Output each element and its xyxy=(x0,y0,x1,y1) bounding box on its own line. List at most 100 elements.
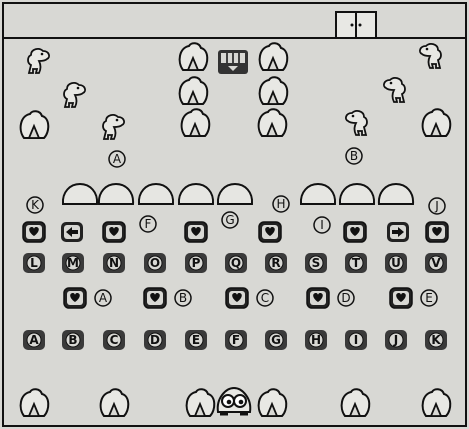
letter-block[interactable]: L xyxy=(23,253,45,273)
letter-block[interactable]: J xyxy=(385,330,407,350)
svg-text:L: L xyxy=(30,256,38,270)
letter-block[interactable]: D xyxy=(144,330,166,350)
svg-text:H: H xyxy=(311,333,321,347)
svg-text:A: A xyxy=(99,291,108,305)
svg-text:B: B xyxy=(68,333,77,347)
svg-text:M: M xyxy=(67,256,79,270)
mound-icon xyxy=(139,184,173,204)
heart-block-icon[interactable] xyxy=(64,288,86,308)
heart-block-icon[interactable] xyxy=(307,288,329,308)
heart-block-icon[interactable] xyxy=(390,288,412,308)
svg-text:S: S xyxy=(312,256,321,270)
heart-block-icon[interactable] xyxy=(344,222,366,242)
svg-text:R: R xyxy=(271,256,280,270)
tree-icon xyxy=(259,389,287,416)
marker-right-dino: B xyxy=(346,148,362,164)
mound-icon xyxy=(99,184,133,204)
svg-text:H: H xyxy=(276,197,285,211)
arrow-left-block-icon[interactable] xyxy=(61,222,83,242)
letter-block[interactable]: B xyxy=(62,330,84,350)
heart-row-marker: C xyxy=(257,290,273,306)
svg-text:G: G xyxy=(225,213,234,227)
heart-row-marker: E xyxy=(421,290,437,306)
tree-icon xyxy=(259,109,287,136)
tree-icon xyxy=(21,111,49,138)
svg-text:C: C xyxy=(261,291,269,305)
tree-icon xyxy=(342,389,370,416)
mound-icon xyxy=(63,184,97,204)
heart-row-marker: A xyxy=(95,290,111,306)
tree-icon xyxy=(260,43,288,70)
tree-icon xyxy=(101,389,129,416)
heart-block-icon[interactable] xyxy=(185,222,207,242)
letter-block[interactable]: A xyxy=(23,330,45,350)
letter-row-l-v: L M N O P Q R S T U V xyxy=(23,253,447,273)
letter-block[interactable]: U xyxy=(385,253,407,273)
heart-block-icon[interactable] xyxy=(103,222,125,242)
tree-icon xyxy=(180,77,208,104)
mound-icon xyxy=(379,184,413,204)
letter-block[interactable]: P xyxy=(185,253,207,273)
svg-text:T: T xyxy=(352,256,361,270)
svg-text:A: A xyxy=(113,152,122,166)
letter-block[interactable]: O xyxy=(144,253,166,273)
letter-block[interactable]: I xyxy=(345,330,367,350)
mound-icon xyxy=(301,184,335,204)
heart-block-icon[interactable] xyxy=(144,288,166,308)
letter-block[interactable]: F xyxy=(225,330,247,350)
mound-icon xyxy=(340,184,374,204)
svg-text:F: F xyxy=(232,333,240,347)
svg-text:I: I xyxy=(320,218,324,232)
svg-text:F: F xyxy=(145,217,152,231)
marker-left-dino: A xyxy=(109,151,125,167)
letter-block[interactable]: H xyxy=(305,330,327,350)
dinosaur-enemy-icon[interactable] xyxy=(103,115,124,139)
svg-text:O: O xyxy=(150,256,160,270)
dinosaur-enemy-icon[interactable] xyxy=(346,111,367,135)
letter-block[interactable]: V xyxy=(425,253,447,273)
heart-block-icon[interactable] xyxy=(259,222,281,242)
tree-icon xyxy=(182,109,210,136)
letter-block[interactable]: K xyxy=(425,330,447,350)
svg-text:B: B xyxy=(350,149,358,163)
letter-block[interactable]: S xyxy=(305,253,327,273)
dinosaur-enemy-icon[interactable] xyxy=(384,78,405,102)
letter-block[interactable]: N xyxy=(103,253,125,273)
heart-block-icon[interactable] xyxy=(226,288,248,308)
svg-text:E: E xyxy=(192,333,200,347)
tree-icon xyxy=(423,389,451,416)
tree-icon xyxy=(187,389,215,416)
svg-text:V: V xyxy=(431,256,441,270)
tree-icon xyxy=(260,77,288,104)
letter-block[interactable]: Q xyxy=(225,253,247,273)
heart-row-marker: D xyxy=(338,290,354,306)
svg-text:G: G xyxy=(271,333,281,347)
heart-block-icon[interactable] xyxy=(426,222,448,242)
tree-icon xyxy=(423,109,451,136)
dinosaur-enemy-icon[interactable] xyxy=(420,44,441,68)
letter-block[interactable]: E xyxy=(185,330,207,350)
svg-text:N: N xyxy=(109,256,119,270)
letter-block[interactable]: G xyxy=(265,330,287,350)
row-gap-marker: J xyxy=(429,198,445,214)
goggle-eyed-player-icon[interactable] xyxy=(218,388,251,414)
svg-text:P: P xyxy=(192,256,201,270)
letter-block[interactable]: C xyxy=(103,330,125,350)
letter-row-a-k: A B C D E F G H I J K xyxy=(23,330,447,350)
letter-block[interactable]: T xyxy=(345,253,367,273)
svg-text:B: B xyxy=(179,291,187,305)
svg-text:U: U xyxy=(391,256,401,270)
svg-text:D: D xyxy=(341,291,350,305)
dinosaur-enemy-icon[interactable] xyxy=(64,83,85,107)
treasure-chest-icon[interactable] xyxy=(218,50,248,74)
svg-text:J: J xyxy=(393,333,398,347)
letter-block[interactable]: R xyxy=(265,253,287,273)
dinosaur-enemy-icon[interactable] xyxy=(28,49,49,73)
heart-block-icon[interactable] xyxy=(23,222,45,242)
double-door-icon[interactable] xyxy=(336,12,376,38)
svg-text:D: D xyxy=(150,333,160,347)
arrow-right-block-icon[interactable] xyxy=(387,222,409,242)
letter-block[interactable]: M xyxy=(62,253,84,273)
